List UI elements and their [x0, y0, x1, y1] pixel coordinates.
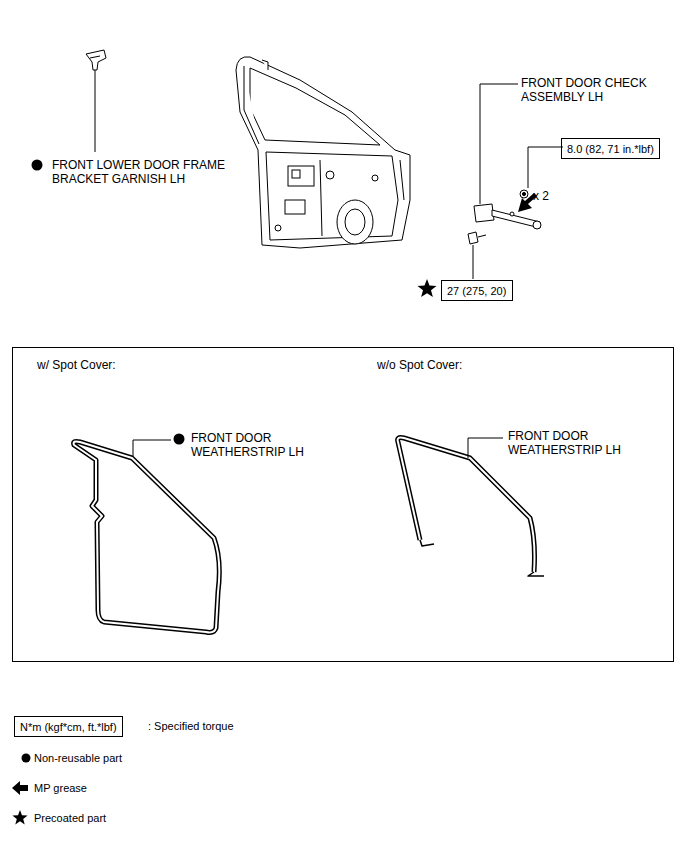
non-reusable-mark — [174, 434, 185, 445]
torque-value: 8.0 (82, 71 in.*lbf) — [567, 143, 654, 156]
torque-box: 27 (275, 20) — [441, 280, 513, 301]
door-illustration — [236, 57, 410, 248]
leader-line — [133, 440, 171, 456]
torque-value: 27 (275, 20) — [447, 285, 506, 298]
non-reusable-mark — [32, 160, 43, 171]
part-name: FRONT DOOR CHECK ASSEMBLY LH — [521, 76, 666, 104]
variant-heading: w/ Spot Cover: — [37, 358, 187, 372]
weatherstrip-part — [398, 438, 544, 577]
variant-heading: w/o Spot Cover: — [377, 358, 527, 372]
precoated-star — [12, 810, 27, 824]
mp-grease-arrow — [12, 781, 28, 795]
leader-line — [473, 245, 474, 279]
variant-panel: w/ Spot Cover: w/o Spot Cover: FRONT DOOR … — [12, 347, 674, 662]
garnish-part — [86, 50, 106, 70]
leader-line — [468, 438, 503, 458]
legend-entry: Precoated part — [34, 812, 106, 825]
legend-entry: MP grease — [34, 782, 87, 795]
part-name: FRONT DOOR WEATHERSTRIP LH — [191, 431, 321, 459]
legend-entry: : Specified torque — [148, 720, 234, 733]
part-name: FRONT DOOR WEATHERSTRIP LH — [508, 429, 638, 457]
leader-line — [480, 84, 518, 204]
precoated-star — [417, 279, 436, 297]
non-reusable-mark — [22, 754, 31, 763]
torque-box: 8.0 (82, 71 in.*lbf) — [561, 138, 660, 159]
weatherstrip-part — [74, 441, 220, 632]
legend-entry: Non-reusable part — [34, 752, 122, 765]
torque-value: N*m (kgf*cm, ft.*lbf) — [20, 721, 117, 734]
torque-box: N*m (kgf*cm, ft.*lbf) — [14, 716, 123, 737]
quantity: x 2 — [533, 189, 573, 203]
door-check-part — [468, 190, 541, 244]
leader-line — [95, 70, 96, 152]
part-name: FRONT LOWER DOOR FRAME BRACKET GARNISH L… — [52, 158, 237, 186]
leader-line — [528, 147, 563, 188]
